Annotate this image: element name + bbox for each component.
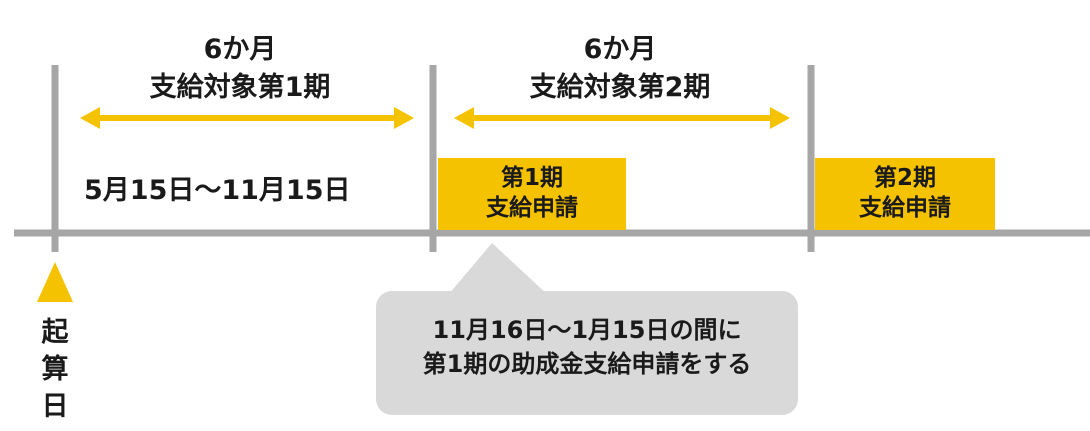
period2-arrow <box>454 107 790 129</box>
start-marker-triangle <box>37 262 73 302</box>
application2-line1: 第2期 <box>873 165 936 192</box>
start-marker-char-3: 日 <box>41 391 69 422</box>
callout-text: 11月16日～1月15日の間に 第1期の助成金支給申請をする <box>376 314 798 381</box>
period1-duration: 6か月 <box>203 34 277 65</box>
callout-line1: 11月16日～1月15日の間に <box>432 316 742 344</box>
application2-line2: 支給申請 <box>859 195 951 221</box>
application2-box: 第2期 支給申請 <box>815 158 995 230</box>
application1-box: 第1期 支給申請 <box>438 158 626 230</box>
start-marker-char-2: 算 <box>41 354 69 385</box>
callout-bubble <box>376 243 798 415</box>
period1-arrow <box>80 107 414 129</box>
application1-line2: 支給申請 <box>486 195 578 221</box>
period2-duration: 6か月 <box>583 34 657 65</box>
period2-name: 支給対象第2期 <box>529 72 711 103</box>
period1-name: 支給対象第1期 <box>149 72 331 103</box>
period1-dates: 5月15日～11月15日 <box>84 175 351 206</box>
callout-line2: 第1期の助成金支給申請をする <box>422 349 752 378</box>
start-marker-char-1: 起 <box>41 317 69 348</box>
application1-line1: 第1期 <box>500 165 563 192</box>
